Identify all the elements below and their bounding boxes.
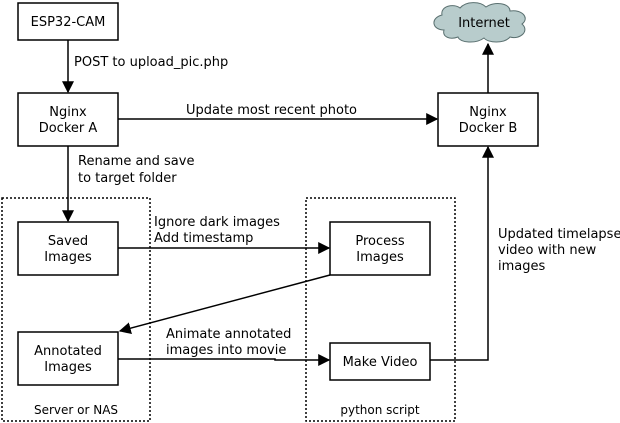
- edge-post-label: POST to upload_pic.php: [74, 55, 228, 70]
- node-internet-label: Internet: [458, 16, 510, 31]
- node-internet-cloud: Internet: [433, 2, 526, 43]
- edge-update-photo-label: Update most recent photo: [186, 103, 357, 118]
- edge-ignore-label-line2: Add timestamp: [154, 231, 253, 246]
- node-esp32-label: ESP32-CAM: [31, 15, 106, 30]
- group-python-script: [305, 197, 456, 422]
- edge-make-video-to-docker-b: [430, 145, 494, 361]
- node-docker-a-line2: Docker A: [39, 121, 98, 136]
- edge-annotated-to-make-video: [118, 354, 331, 366]
- node-make-video: Make Video: [329, 342, 431, 381]
- node-saved-line2: Images: [44, 250, 92, 265]
- node-annotated-line2: Images: [44, 360, 92, 375]
- node-docker-a-line1: Nginx: [49, 105, 87, 120]
- edge-rename-label-line2: to target folder: [78, 171, 177, 186]
- node-annotated-images: Annotated Images: [17, 331, 119, 386]
- edge-animate-label-line2: images into movie: [166, 343, 286, 358]
- node-saved-images: Saved Images: [17, 221, 119, 276]
- edge-timelapse-label-line2: video with new: [498, 243, 597, 258]
- node-process-line1: Process: [355, 234, 405, 249]
- edge-process-to-annotated: [118, 274, 331, 335]
- node-nginx-docker-a: Nginx Docker A: [17, 92, 119, 147]
- node-saved-line1: Saved: [48, 234, 88, 249]
- group-server-or-nas: [1, 197, 151, 422]
- node-docker-b-line1: Nginx: [469, 105, 507, 120]
- cloud-icon: [433, 2, 526, 43]
- edge-rename-label-line1: Rename and save: [78, 154, 194, 169]
- node-process-images: Process Images: [329, 221, 431, 276]
- edge-timelapse-label-line3: images: [498, 259, 545, 274]
- edge-ignore-label-line1: Ignore dark images: [154, 215, 280, 230]
- node-esp32-cam: ESP32-CAM: [17, 2, 119, 41]
- node-nginx-docker-b: Nginx Docker B: [437, 92, 539, 147]
- node-make-video-label: Make Video: [343, 355, 418, 370]
- group-server-label: Server or NAS: [34, 403, 118, 417]
- group-python-label: python script: [340, 403, 420, 417]
- edge-animate-label-line1: Animate annotated: [166, 327, 291, 342]
- edge-timelapse-label-line1: Updated timelapse: [498, 227, 620, 242]
- node-process-line2: Images: [356, 250, 404, 265]
- node-annotated-line1: Annotated: [34, 344, 102, 359]
- node-docker-b-line2: Docker B: [459, 121, 518, 136]
